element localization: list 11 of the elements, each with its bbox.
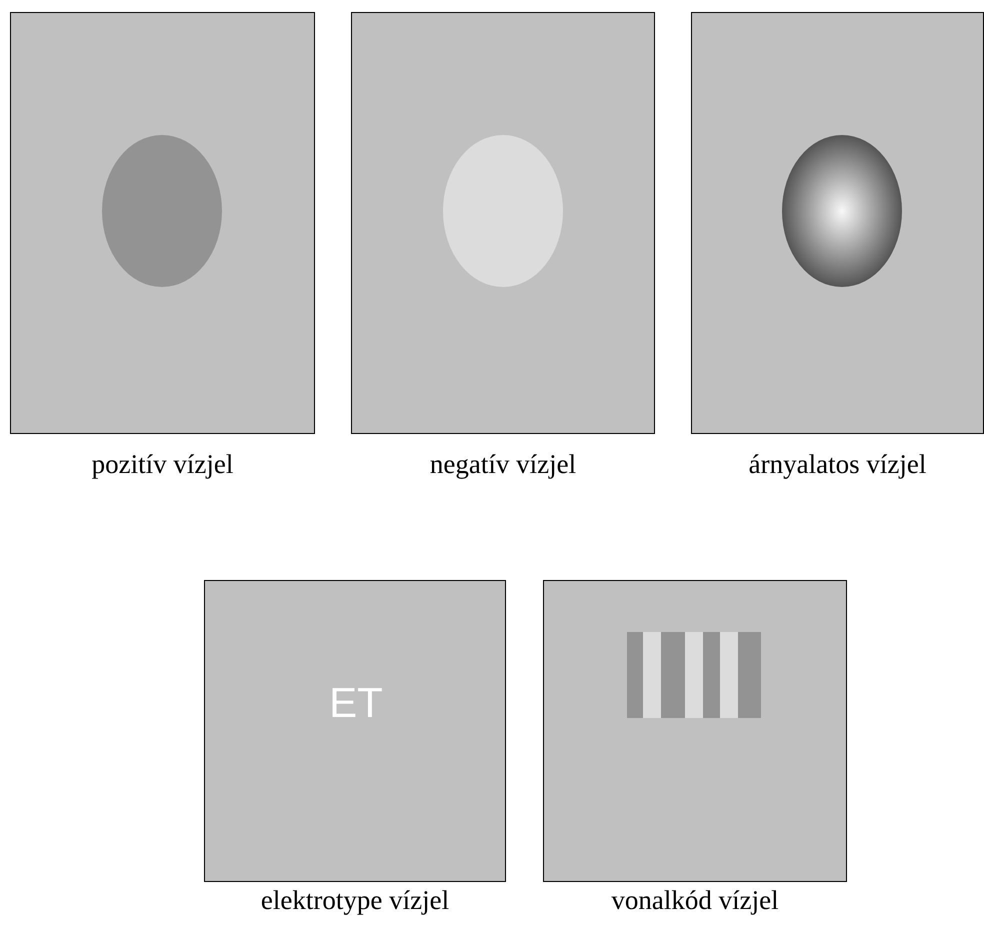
node-label: vonalkód vízjel (611, 885, 779, 916)
node-label: árnyalatos vízjel (748, 449, 926, 480)
paper-sheet (10, 12, 315, 434)
node-label: elektrotype vízjel (260, 885, 450, 916)
paper-sheet (351, 12, 655, 434)
node-label: pozitív vízjel (92, 449, 234, 480)
paper-sheet (543, 580, 847, 882)
watermark-text: ET (329, 682, 383, 724)
node-label: negatív vízjel (430, 449, 576, 480)
paper-sheet (204, 580, 506, 882)
paper-sheet (691, 12, 984, 434)
